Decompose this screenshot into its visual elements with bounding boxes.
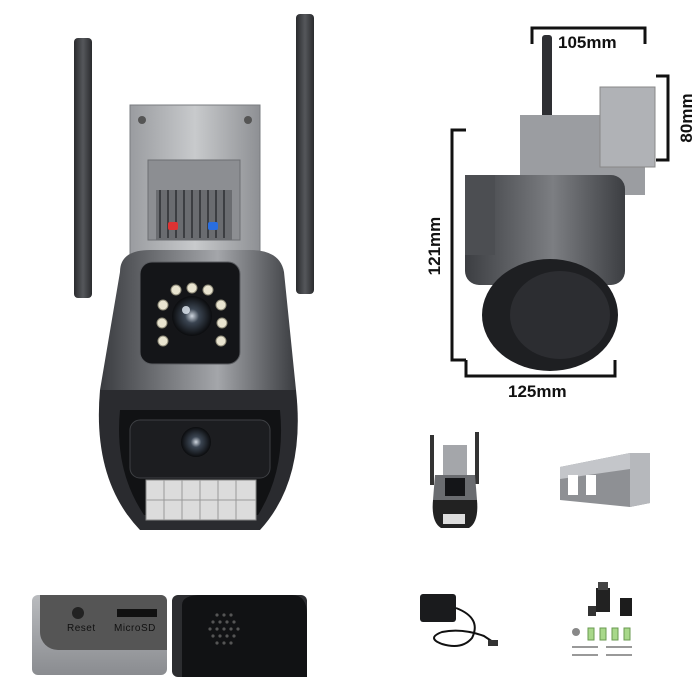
power-adapter-photo bbox=[420, 594, 498, 647]
wall-bracket-thumbnail bbox=[560, 453, 650, 507]
camera-side-view-photo bbox=[465, 35, 656, 371]
microsd-label: MicroSD bbox=[114, 623, 156, 634]
ports-closeup-photo: Reset MicroSD bbox=[32, 595, 167, 675]
depth-dimension-label: 125mm bbox=[508, 382, 567, 401]
main-camera-front-photo bbox=[74, 14, 314, 530]
width-dimension-label: 105mm bbox=[558, 33, 617, 52]
reset-label: Reset bbox=[67, 623, 96, 634]
antenna-left bbox=[74, 38, 92, 298]
small-camera-thumbnail bbox=[430, 432, 479, 528]
speaker-closeup-photo bbox=[172, 595, 307, 677]
accessories-photo bbox=[572, 582, 632, 656]
height-dimension-label: 121mm bbox=[425, 216, 444, 276]
antenna-right bbox=[296, 14, 314, 294]
bracket-height-dimension-label: 80mm bbox=[677, 93, 696, 143]
reset-button-hole bbox=[72, 607, 84, 619]
microsd-slot bbox=[117, 609, 157, 617]
